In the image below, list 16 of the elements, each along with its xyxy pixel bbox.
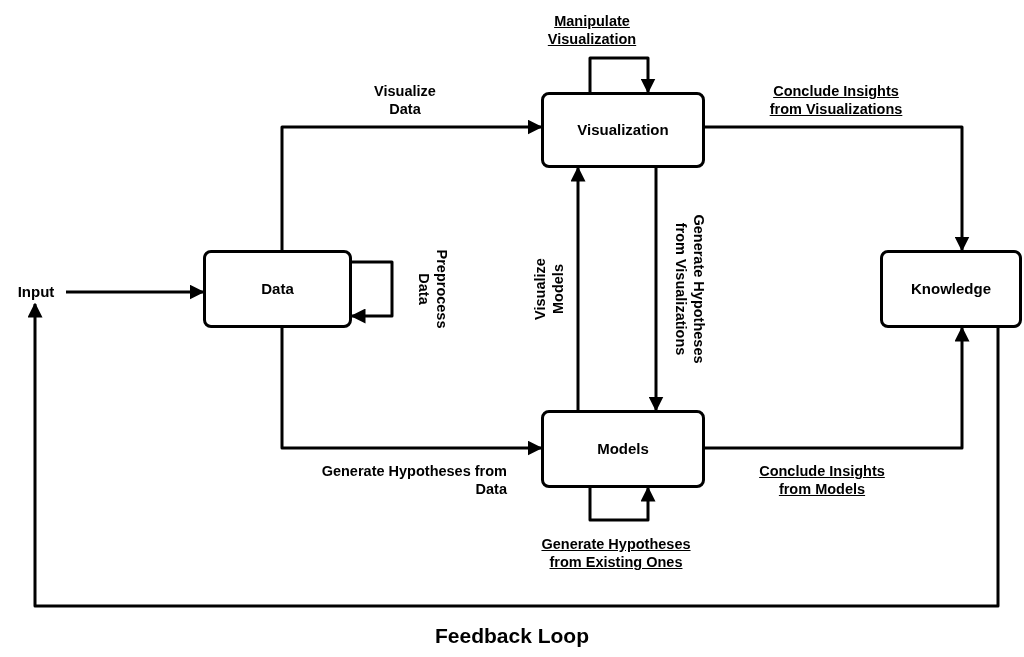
arrow — [350, 260, 394, 324]
process-box: Knowledge — [880, 250, 1022, 328]
arrow — [648, 168, 664, 412]
process-box: Data — [203, 250, 352, 328]
arrow — [66, 284, 205, 300]
arrow — [705, 125, 970, 252]
arrow — [27, 302, 1000, 608]
arrow — [705, 326, 970, 450]
arrow — [280, 119, 543, 250]
arrow — [588, 486, 656, 522]
input-label: Input — [6, 280, 66, 304]
arrow — [588, 56, 656, 94]
arrow — [280, 328, 543, 456]
arrow — [570, 166, 586, 410]
process-box: Models — [541, 410, 705, 488]
process-box: Visualization — [541, 92, 705, 168]
